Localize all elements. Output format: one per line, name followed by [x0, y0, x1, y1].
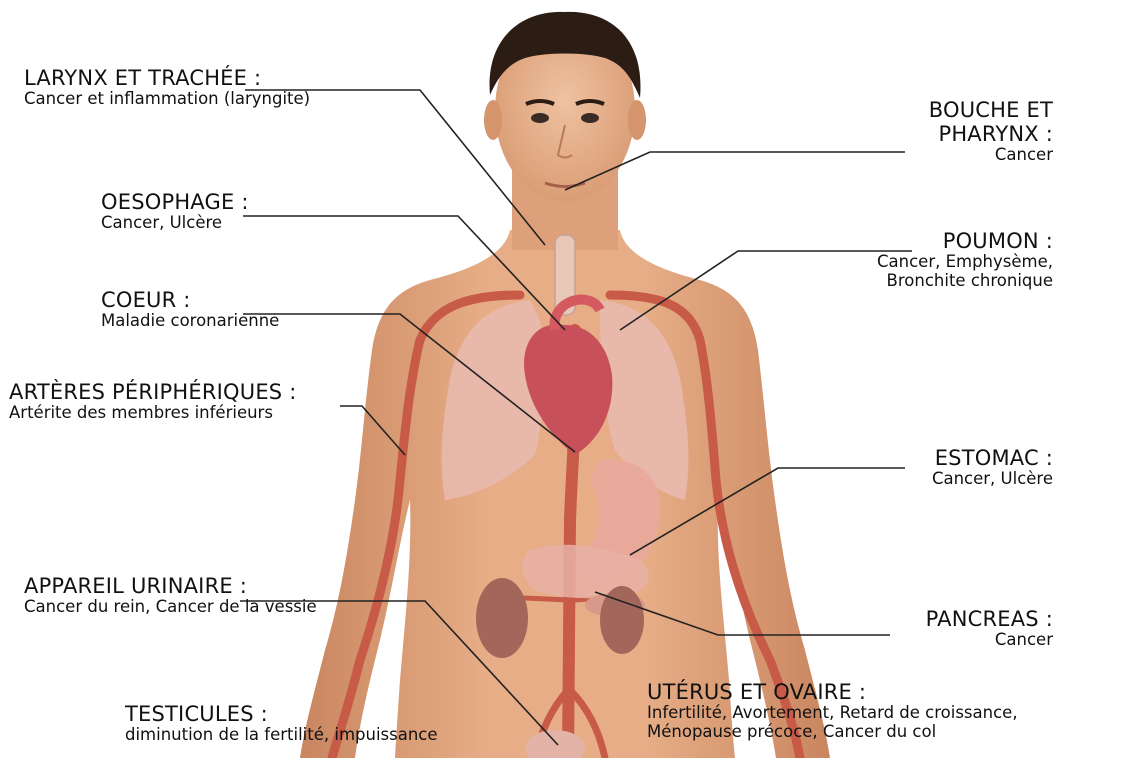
- label-title: OESOPHAGE :: [101, 190, 249, 214]
- label-testicules: TESTICULES : diminution de la fertilité,…: [125, 702, 438, 745]
- right-ear: [628, 100, 646, 140]
- label-title: COEUR :: [101, 288, 279, 312]
- label-desc: Artérite des membres inférieurs: [9, 404, 296, 423]
- label-poumon: POUMON : Cancer, Emphysème, Bronchite ch…: [877, 229, 1053, 291]
- label-arteres-peripheriques: ARTÈRES PÉRIPHÉRIQUES : Artérite des mem…: [9, 380, 296, 423]
- label-desc: Maladie coronarienne: [101, 312, 279, 331]
- label-uterus-ovaire: UTÉRUS ET OVAIRE : Infertilité, Avorteme…: [647, 680, 1018, 742]
- left-renal-artery: [525, 598, 568, 600]
- label-desc-line2: Ménopause précoce, Cancer du col: [647, 723, 1018, 742]
- label-desc: Cancer: [926, 631, 1053, 650]
- label-pancreas: PANCREAS : Cancer: [926, 607, 1053, 650]
- label-title: POUMON :: [877, 229, 1053, 253]
- label-bouche-pharynx: BOUCHE ET PHARYNX : Cancer: [929, 98, 1053, 165]
- label-desc-line2: Bronchite chronique: [877, 272, 1053, 291]
- label-title: ARTÈRES PÉRIPHÉRIQUES :: [9, 380, 296, 404]
- label-desc-line1: Infertilité, Avortement, Retard de crois…: [647, 704, 1018, 723]
- label-desc: diminution de la fertilité, impuissance: [125, 726, 438, 745]
- label-title-line1: BOUCHE ET: [929, 98, 1053, 122]
- label-larynx-trachee: LARYNX ET TRACHÉE : Cancer et inflammati…: [24, 66, 310, 109]
- label-title: APPAREIL URINAIRE :: [24, 574, 317, 598]
- left-eye: [531, 113, 549, 123]
- left-kidney: [476, 578, 528, 658]
- label-title: LARYNX ET TRACHÉE :: [24, 66, 310, 90]
- label-desc: Cancer, Ulcère: [932, 470, 1053, 489]
- label-estomac: ESTOMAC : Cancer, Ulcère: [932, 446, 1053, 489]
- label-title: PANCREAS :: [926, 607, 1053, 631]
- label-desc: Cancer: [929, 146, 1053, 165]
- label-desc: Cancer, Ulcère: [101, 214, 249, 233]
- right-eye: [581, 113, 599, 123]
- label-coeur: COEUR : Maladie coronarienne: [101, 288, 279, 331]
- label-oesophage: OESOPHAGE : Cancer, Ulcère: [101, 190, 249, 233]
- label-title-line2: PHARYNX :: [929, 122, 1053, 146]
- label-title: TESTICULES :: [125, 702, 438, 726]
- label-appareil-urinaire: APPAREIL URINAIRE : Cancer du rein, Canc…: [24, 574, 317, 617]
- label-desc-line1: Cancer, Emphysème,: [877, 253, 1053, 272]
- label-desc: Cancer du rein, Cancer de la vessie: [24, 598, 317, 617]
- label-desc: Cancer et inflammation (laryngite): [24, 90, 310, 109]
- label-title: UTÉRUS ET OVAIRE :: [647, 680, 1018, 704]
- label-title: ESTOMAC :: [932, 446, 1053, 470]
- left-ear: [484, 100, 502, 140]
